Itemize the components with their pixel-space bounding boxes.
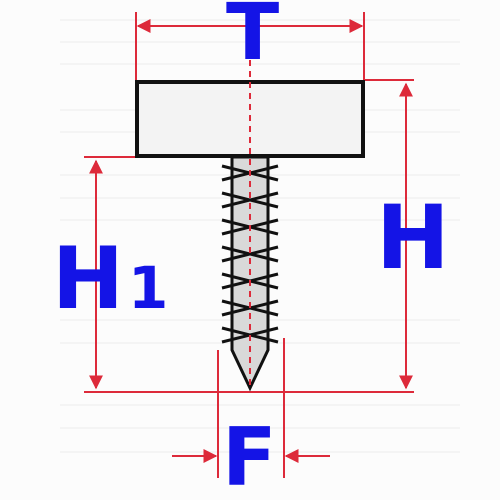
extension-lines xyxy=(84,12,414,478)
top-width-label: T xyxy=(226,0,279,72)
thread-diameter-letter: F xyxy=(222,411,277,504)
dimension-arrows xyxy=(89,19,413,463)
total-height-letter: H xyxy=(376,186,450,289)
total-height-label: H xyxy=(376,194,450,282)
shank-height-label: H1 xyxy=(52,236,168,322)
self-tapping-screw-with-flat-head-icon xyxy=(135,60,365,392)
top-width-letter: T xyxy=(226,0,280,78)
shank-height-subscript: 1 xyxy=(127,254,169,322)
shank-height-letter: H xyxy=(52,229,124,329)
thread-diameter-label: F xyxy=(222,418,277,498)
